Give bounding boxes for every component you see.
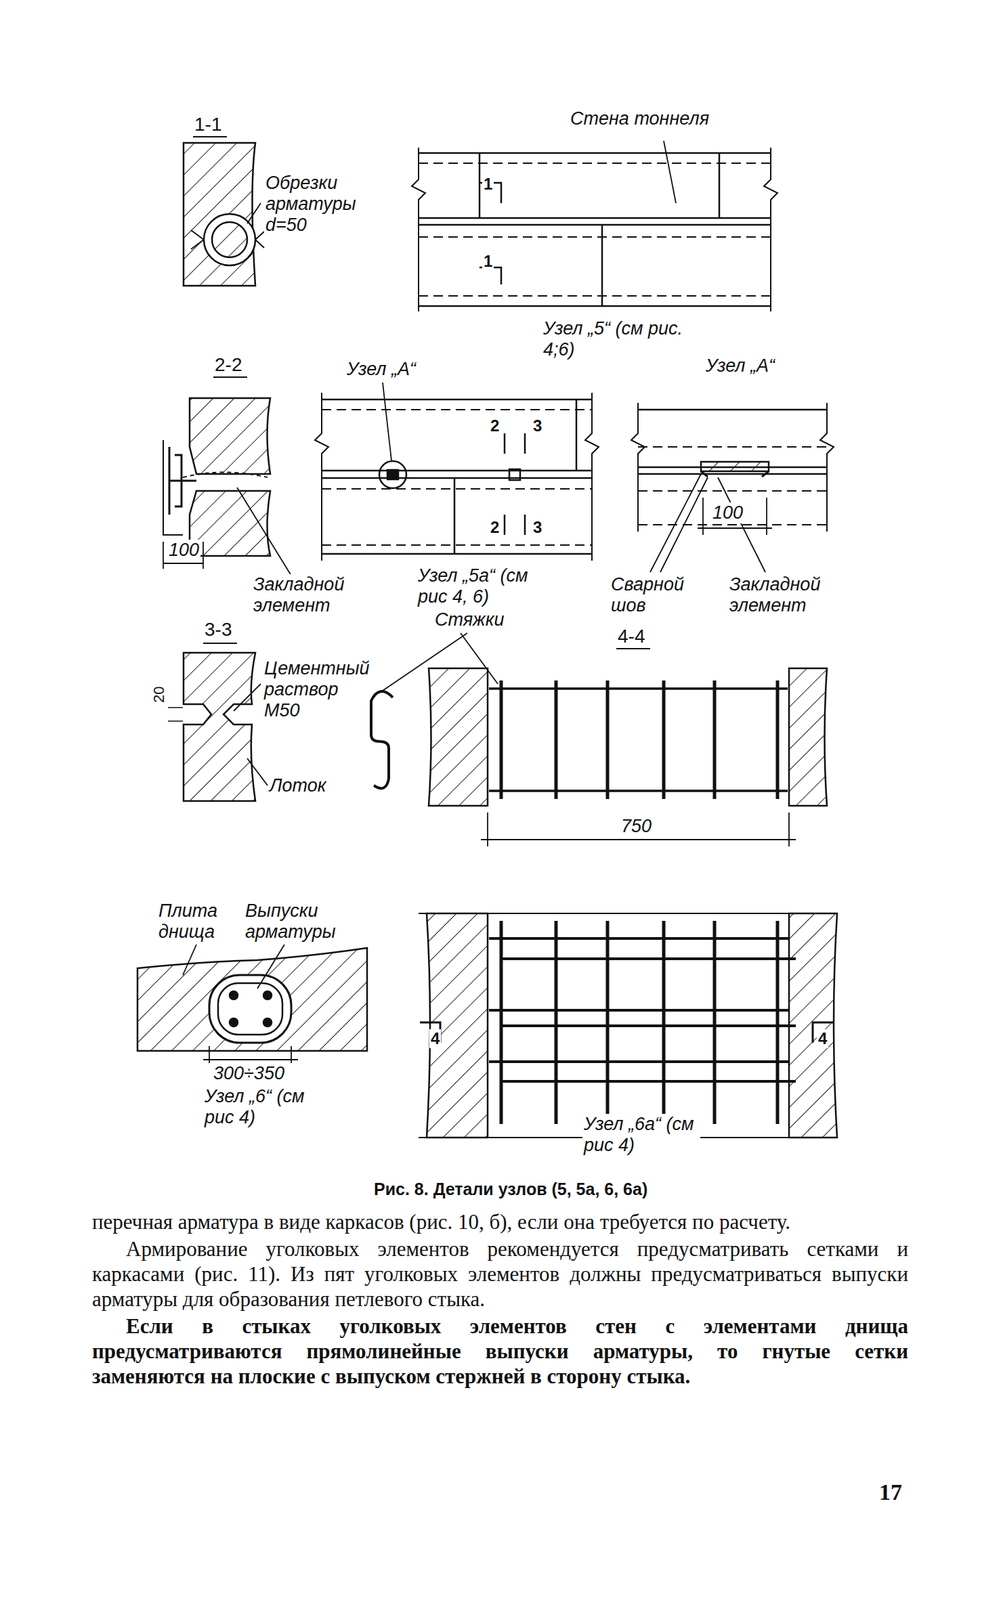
text-label: Сварной шов	[609, 574, 708, 617]
text-label: Узел „6“ (см рис 4)	[203, 1086, 308, 1129]
text-label: Лоток	[268, 775, 328, 797]
text-label: Узел „5а“ (см рис 4, 6)	[416, 565, 555, 608]
text-label: 2-2	[213, 354, 244, 376]
text-label: 1	[482, 251, 494, 271]
text-label: Узел „5“ (см рис. 4;6)	[541, 318, 708, 361]
text-label: Закладной элемент	[251, 574, 370, 617]
text-label: 2	[488, 518, 501, 538]
text-label: Узел „6а“ (см рис 4)	[582, 1114, 701, 1157]
text-label: 4	[429, 1029, 441, 1049]
text-label: Обрезки арматуры d=50	[264, 172, 369, 236]
dimension-label: 20	[150, 685, 168, 705]
text-label: Закладной элемент	[728, 574, 860, 617]
text-label: 3	[531, 518, 544, 538]
text-label: 1-1	[193, 113, 223, 136]
text-label: Выпуски арматуры	[243, 900, 349, 943]
text-label: Плита днища	[157, 900, 242, 943]
body-paragraph: Если в стыках уголковых элементов стен с…	[92, 1313, 909, 1390]
text-label: Узел „А“	[345, 358, 418, 380]
page-number: 17	[879, 1479, 903, 1506]
text-label: Стяжки	[433, 609, 506, 631]
text-label: 750	[619, 816, 653, 838]
text-label: 100	[167, 539, 201, 561]
text-label: 4-4	[616, 625, 647, 648]
text-label: 4	[816, 1029, 829, 1049]
text-label: 1	[482, 174, 494, 194]
text-label: 300÷350	[211, 1063, 286, 1085]
text-label: Стена тоннеля	[568, 108, 711, 130]
text-label: 2	[488, 416, 501, 436]
text-label: 100	[711, 502, 745, 524]
text-label: 3-3	[203, 619, 233, 641]
figure-caption: Рис. 8. Детали узлов (5, 5а, 6, 6а)	[373, 1179, 648, 1200]
text-label: Цементный раствор М50	[262, 658, 368, 722]
body-paragraph: перечная арматура в виде каркасов (рис. …	[92, 1209, 909, 1235]
text-label: Узел „А“	[704, 355, 777, 377]
body-paragraph: Армирование уголковых элементов рекоменд…	[92, 1236, 909, 1313]
text-label: 3	[531, 416, 544, 436]
